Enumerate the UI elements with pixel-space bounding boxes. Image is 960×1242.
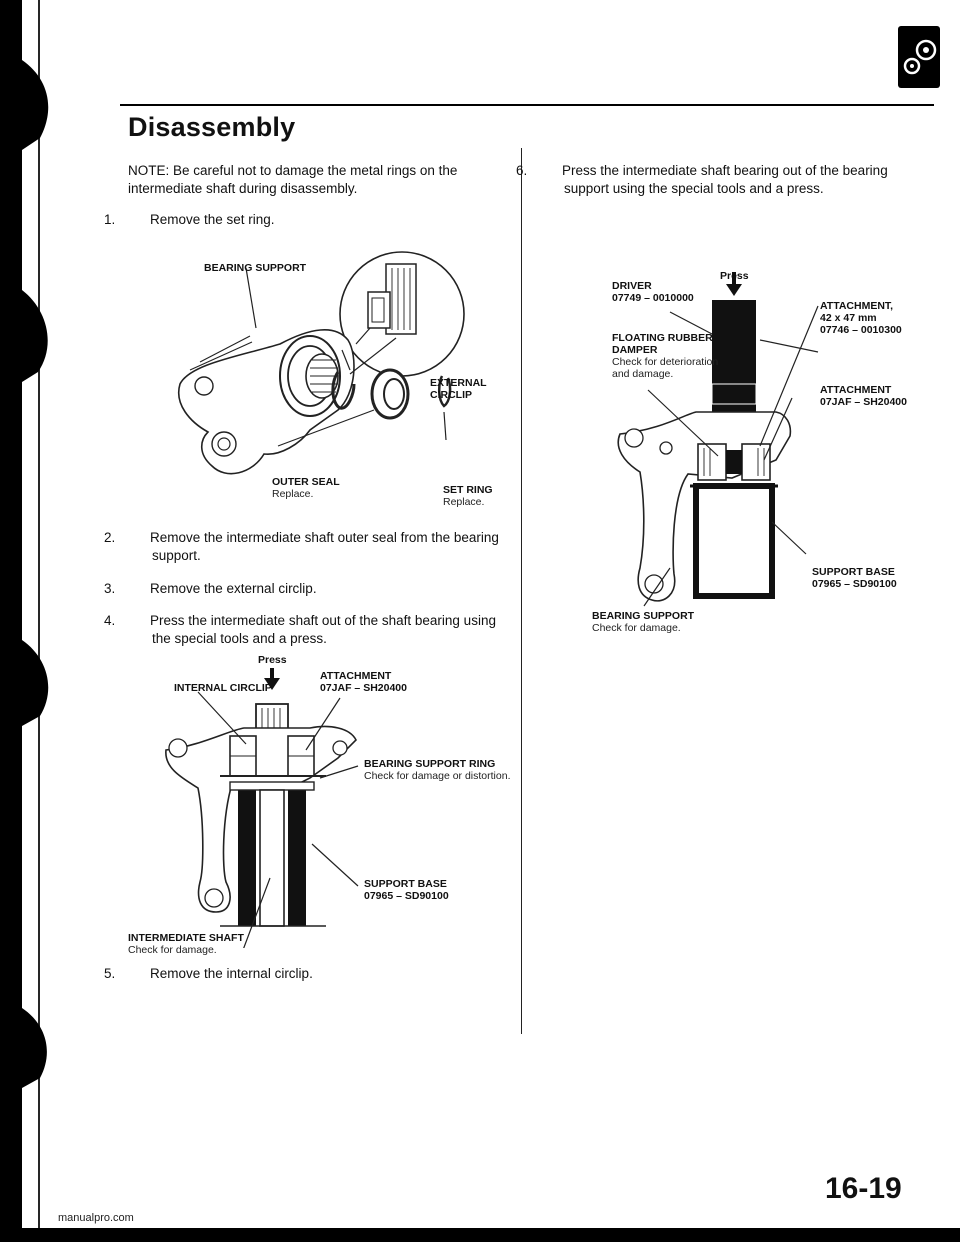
label-external-circlip-1: EXTERNAL: [430, 377, 487, 389]
transmission-icon: [898, 26, 940, 88]
label-attachment-a-3: 07746 – 0010300: [820, 324, 902, 336]
step-1: 1.Remove the set ring.: [104, 212, 275, 227]
label-attachment-a-2: 42 x 47 mm: [820, 312, 877, 324]
figure-remove-set-ring: [177, 251, 465, 475]
label-press-fig3: Press: [720, 270, 749, 282]
step-3: 3.Remove the external circlip.: [104, 581, 317, 596]
label-external-circlip-2: CIRCLIP: [430, 389, 472, 401]
label-support-base-fig3-2: 07965 – SD90100: [812, 578, 897, 590]
label-floating-rubber-1: FLOATING RUBBER: [612, 332, 713, 344]
figure-press-bearing: [617, 272, 819, 607]
header-rule: [120, 104, 934, 106]
page-number: 16-19: [825, 1172, 902, 1205]
label-attachment-b-1: ATTACHMENT: [820, 384, 892, 396]
label-outer-seal: OUTER SEAL: [272, 476, 340, 488]
label-press-fig2: Press: [258, 654, 287, 666]
label-floating-note-2: and damage.: [612, 368, 674, 380]
label-set-ring-note: Replace.: [443, 496, 485, 508]
step-2: 2.Remove the intermediate shaft outer se…: [104, 530, 499, 563]
figure-press-intermediate-shaft: [165, 668, 359, 948]
label-bearing-support-ring-note: Check for damage or distortion.: [364, 770, 511, 782]
label-intermediate-shaft-note: Check for damage.: [128, 944, 217, 956]
label-bearing-support-fig3-note: Check for damage.: [592, 622, 681, 634]
label-internal-circlip: INTERNAL CIRCLIP: [174, 682, 272, 694]
step-4: 4.Press the intermediate shaft out of th…: [104, 613, 496, 646]
label-bearing-support: BEARING SUPPORT: [204, 262, 307, 274]
label-driver-2: 07749 – 0010000: [612, 292, 694, 304]
section-title: Disassembly: [128, 112, 296, 142]
footer-bar: [0, 1228, 960, 1242]
label-driver-1: DRIVER: [612, 280, 652, 292]
label-floating-rubber-2: DAMPER: [612, 344, 658, 356]
step-5: 5.Remove the internal circlip.: [104, 966, 313, 981]
binder-edge: [0, 0, 49, 1242]
label-attachment-fig2-2: 07JAF – SH20400: [320, 682, 407, 694]
label-attachment-fig2-1: ATTACHMENT: [320, 670, 392, 682]
label-support-base-fig2-2: 07965 – SD90100: [364, 890, 449, 902]
label-support-base-fig2-1: SUPPORT BASE: [364, 878, 447, 890]
label-attachment-a-1: ATTACHMENT,: [820, 300, 894, 312]
label-intermediate-shaft: INTERMEDIATE SHAFT: [128, 932, 244, 944]
footer-url: manualpro.com: [58, 1212, 134, 1224]
label-set-ring: SET RING: [443, 484, 493, 496]
label-bearing-support-fig3: BEARING SUPPORT: [592, 610, 695, 622]
note-text: NOTE: Be careful not to damage the metal…: [128, 163, 458, 196]
step-6: 6.Press the intermediate shaft bearing o…: [516, 163, 888, 196]
label-outer-seal-note: Replace.: [272, 488, 314, 500]
label-attachment-b-2: 07JAF – SH20400: [820, 396, 907, 408]
label-support-base-fig3-1: SUPPORT BASE: [812, 566, 895, 578]
label-floating-note-1: Check for deterioration: [612, 356, 719, 368]
label-bearing-support-ring: BEARING SUPPORT RING: [364, 758, 496, 770]
column-divider: [521, 148, 522, 1034]
